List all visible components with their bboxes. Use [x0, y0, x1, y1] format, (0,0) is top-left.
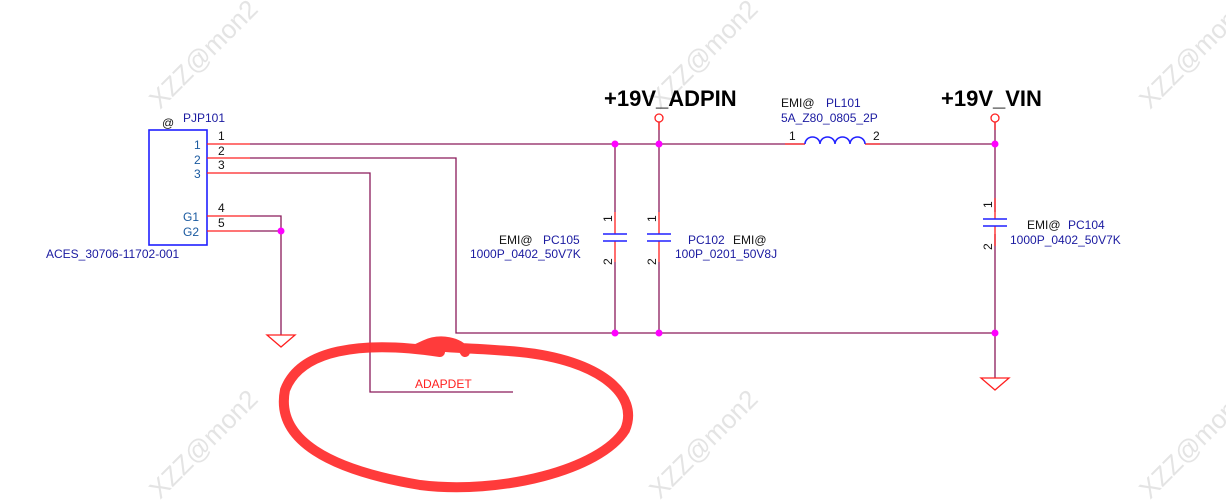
connector-part: ACES_30706-11702-001 [46, 247, 180, 261]
pin-number: 1 [645, 215, 659, 222]
capacitor-pc104[interactable]: 1 2 EMI@ PC104 1000P_0402_50V7K [981, 201, 1121, 250]
connector-prefix: @ [162, 116, 174, 130]
pin-name: 2 [194, 153, 201, 167]
pin-number: 2 [645, 258, 659, 265]
cap-ref: PC105 [543, 233, 580, 247]
watermark: XZZ@mon2 [143, 0, 264, 114]
pin-number: 1 [218, 129, 225, 143]
capacitor-pc102[interactable]: 1 2 PC102 EMI@ 100P_0201_50V8J [645, 215, 777, 265]
highlight-circle [278, 336, 634, 493]
cap-prefix: EMI@ [1027, 218, 1061, 232]
cap-ref: PC104 [1068, 218, 1105, 232]
capacitor-pc105[interactable]: 1 2 EMI@ PC105 1000P_0402_50V7K [470, 215, 627, 265]
ground-icon [265, 334, 297, 348]
ground-icon [979, 377, 1011, 391]
connector-ref: PJP101 [183, 111, 225, 125]
pin-number: 3 [218, 158, 225, 172]
cap-ref: PC102 [688, 233, 725, 247]
watermark: XZZ@mon2 [643, 384, 764, 504]
cap-value: 100P_0201_50V8J [675, 247, 777, 261]
pin-number: 1 [981, 201, 995, 208]
pin-name: G2 [183, 225, 199, 239]
power-adpin: +19V_ADPIN [604, 86, 737, 123]
pin-number: 2 [218, 144, 225, 158]
inductor-ref: PL101 [826, 96, 861, 110]
cap-prefix: EMI@ [733, 233, 767, 247]
pin-number: 1 [789, 129, 796, 143]
cap-value: 1000P_0402_50V7K [470, 247, 581, 261]
pin-number: 4 [218, 201, 225, 215]
watermark: XZZ@mon2 [1133, 0, 1226, 114]
cap-value: 1000P_0402_50V7K [1010, 233, 1121, 247]
junctions [277, 140, 999, 337]
power-net-label: +19V_ADPIN [604, 86, 737, 111]
pin-number: 2 [601, 258, 615, 265]
pin-number: 2 [981, 243, 995, 250]
watermark: XZZ@mon2 [1133, 384, 1226, 504]
power-vin: +19V_VIN [941, 86, 1042, 123]
pin-number: 2 [873, 129, 880, 143]
pin-name: 1 [194, 138, 201, 152]
connector-body [148, 129, 208, 246]
inductor-pl101[interactable]: EMI@ PL101 5A_Z80_0805_2P 1 2 [781, 96, 880, 145]
connector-pjp101[interactable]: @ PJP101 ACES_30706-11702-001 1 2 3 G1 G… [46, 111, 250, 261]
watermark: XZZ@mon2 [143, 384, 264, 504]
wires [250, 122, 996, 393]
pin-name: 3 [194, 167, 201, 181]
cap-prefix: EMI@ [499, 233, 533, 247]
pin-number: 5 [218, 216, 225, 230]
power-net-label: +19V_VIN [941, 86, 1042, 111]
inductor-value: 5A_Z80_0805_2P [781, 111, 878, 125]
pin-name: G1 [183, 210, 199, 224]
net-label-adapdet: ADAPDET [415, 377, 472, 391]
pin-number: 1 [601, 215, 615, 222]
inductor-prefix: EMI@ [781, 96, 815, 110]
